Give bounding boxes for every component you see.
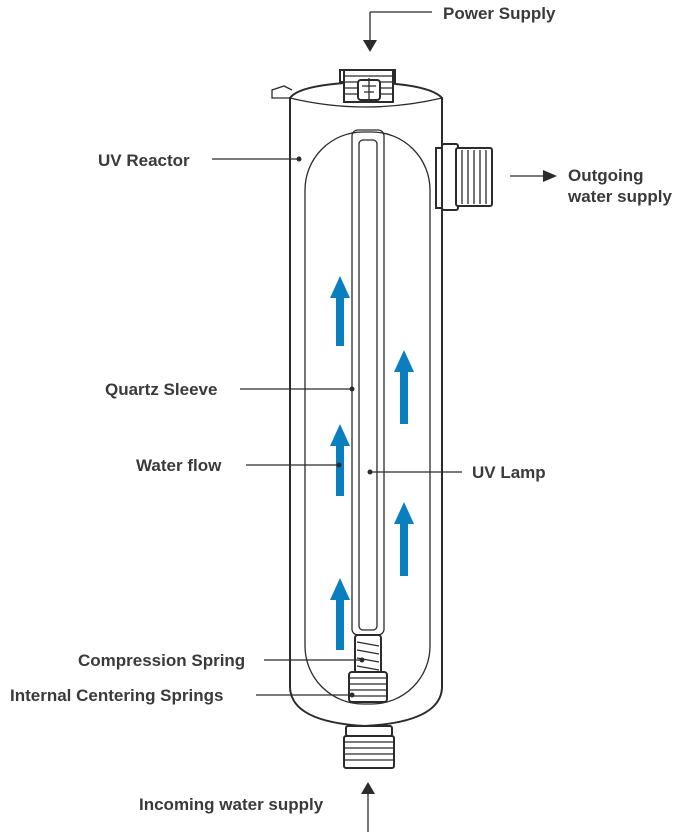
label-quartz-sleeve: Quartz Sleeve (105, 380, 217, 399)
uv-reactor-body (271, 80, 443, 728)
power-supply-arrow (363, 11, 432, 52)
compression-spring (354, 634, 382, 676)
leader-water-flow (246, 462, 342, 468)
label-compression-spring: Compression Spring (78, 651, 245, 670)
leader-internal-centering-springs (256, 692, 355, 698)
label-power-supply: Power Supply (443, 4, 556, 23)
flow-arrow (330, 578, 350, 650)
leader-quartz-sleeve (240, 386, 355, 392)
power-fitting (339, 69, 396, 103)
uv-lamp (358, 139, 378, 631)
flow-arrow (394, 350, 414, 424)
leader-uv-lamp (367, 469, 462, 475)
label-internal-centering-springs: Internal Centering Springs (10, 686, 223, 705)
outgoing-arrow (510, 170, 557, 182)
flow-arrow (330, 276, 350, 346)
label-uv-reactor: UV Reactor (98, 151, 190, 170)
inlet-fitting (343, 725, 395, 769)
leader-uv-reactor (212, 156, 302, 162)
water-flow-arrows (330, 276, 414, 650)
flow-arrow (394, 502, 414, 576)
label-uv-lamp: UV Lamp (472, 463, 546, 482)
label-outgoing-line2: water supply (567, 187, 672, 206)
flow-arrow (330, 424, 350, 496)
internal-centering-springs (348, 671, 388, 703)
leader-compression-spring (264, 657, 365, 663)
incoming-arrow (361, 782, 375, 832)
label-incoming-water-supply: Incoming water supply (139, 795, 324, 814)
label-water-flow: Water flow (136, 456, 222, 475)
outlet-fitting (435, 143, 493, 211)
label-outgoing-line1: Outgoing (568, 166, 644, 185)
